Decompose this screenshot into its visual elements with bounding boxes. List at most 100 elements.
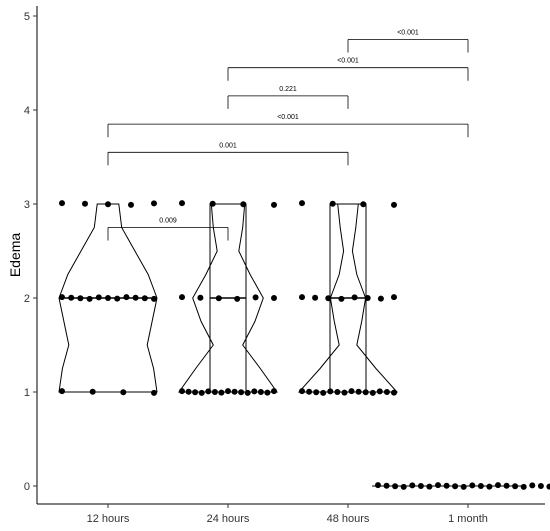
data-point [362,389,369,396]
data-point [299,200,305,207]
data-point [244,389,251,396]
data-point [185,388,192,395]
data-point [82,200,88,207]
data-point [392,483,399,490]
data-point [151,200,157,207]
data-point [59,388,65,395]
data-point [179,200,185,207]
data-point [192,389,199,396]
data-point [95,294,102,301]
data-point [313,389,320,396]
data-point [460,483,467,490]
y-tick-label: 5 [24,11,30,23]
data-point [327,388,334,395]
data-point [546,483,550,490]
data-point [271,388,277,395]
y-tick-label: 3 [24,199,30,211]
data-point [86,295,93,302]
data-point [520,483,527,490]
data-point [240,201,247,208]
data-point [77,295,84,302]
data-point [234,295,241,302]
y-axis-title: Edema [7,233,23,278]
data-point [68,294,75,301]
data-point [503,482,510,489]
p-value-label: <0.001 [397,30,419,37]
data-point [443,482,450,489]
data-point [376,388,383,395]
data-point [225,388,231,395]
data-point [215,295,222,302]
data-point [369,389,376,396]
data-point [364,295,371,301]
data-point [271,201,277,208]
data-point [306,388,313,395]
y-tick-label: 0 [24,481,30,493]
data-point [238,389,245,396]
data-point [114,295,121,302]
data-point [179,388,185,395]
data-point [105,201,111,208]
data-point [426,483,433,490]
data-point [409,482,416,489]
data-point [495,482,501,489]
data-point [132,294,139,301]
data-point [512,483,519,490]
data-point [89,388,96,395]
data-point [383,389,390,395]
data-point [251,388,258,395]
data-point [486,483,493,490]
data-point [264,389,271,396]
data-point [355,388,362,395]
data-point [351,294,358,301]
data-point [271,295,277,301]
data-point [391,201,397,208]
x-tick-label: 12 hours [87,513,130,525]
data-point [452,483,459,490]
data-point [338,295,345,302]
y-tick-label: 4 [24,105,30,117]
data-point [198,389,205,396]
data-point [218,389,225,396]
data-point [205,388,212,395]
data-point [59,200,65,207]
data-point [141,295,148,302]
data-point [348,388,355,395]
data-point [197,294,204,301]
data-point [231,388,238,395]
y-tick-label: 2 [24,293,30,305]
data-point [383,482,390,489]
data-point [377,295,384,302]
p-value-label: 0.009 [159,218,177,225]
data-point [341,389,348,396]
p-value-label: <0.001 [337,58,359,65]
data-point [211,389,218,395]
data-point [325,295,332,302]
data-point [299,388,305,395]
data-point [151,295,157,302]
data-point [375,482,381,489]
data-point [477,483,484,489]
p-value-label: 0.001 [219,142,237,149]
data-point [151,389,157,396]
x-tick-label: 1 month [448,513,488,525]
p-value-label: 0.221 [279,86,297,93]
data-point [209,200,216,207]
data-point [257,389,264,395]
data-point [391,294,397,301]
x-tick-label: 24 hours [207,513,250,525]
data-point [537,483,544,489]
p-value-label: <0.001 [277,114,299,121]
y-tick-label: 1 [24,387,30,399]
data-point [391,389,397,396]
violin-outline [58,203,158,393]
data-point [123,294,130,301]
data-point [329,200,336,207]
data-point [179,294,185,301]
data-point [469,482,476,489]
data-point [312,294,319,301]
data-point [105,295,111,301]
data-point [400,483,407,490]
